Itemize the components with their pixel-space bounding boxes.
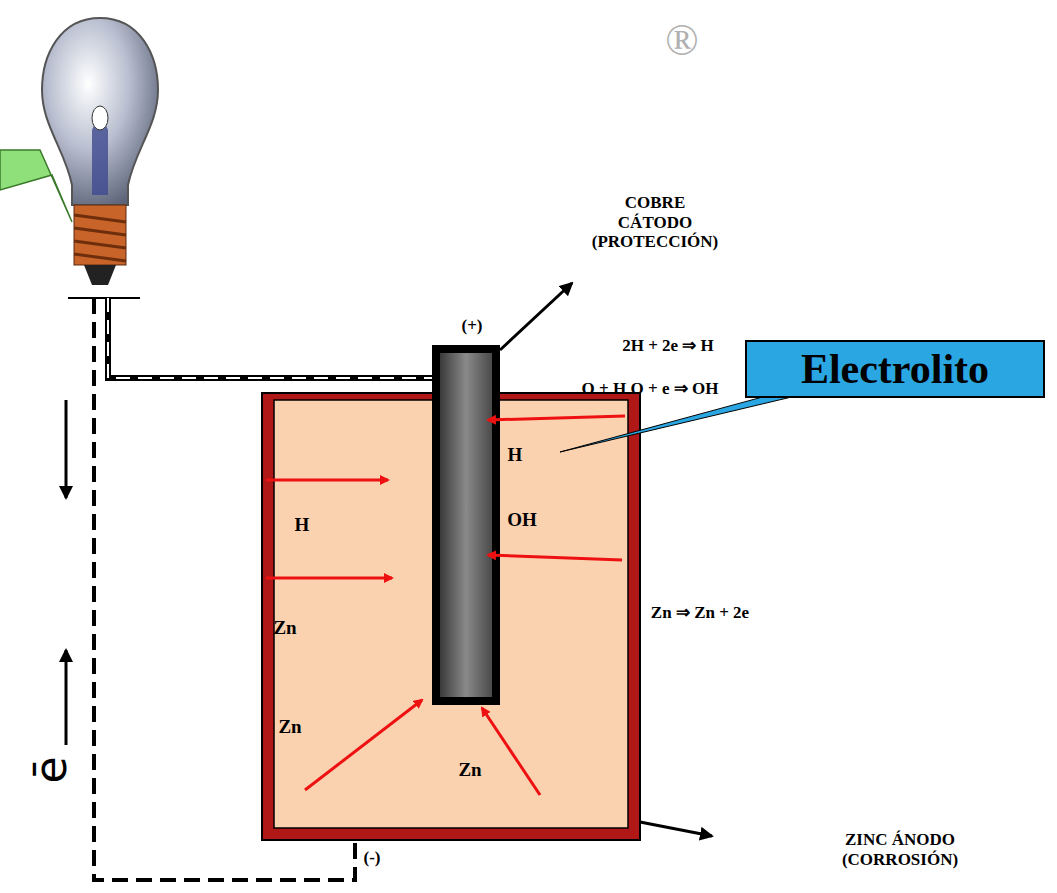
ion-symbol: Zn: [273, 617, 296, 639]
electron-symbol: ē: [25, 756, 76, 783]
callout-box: Electrolito: [745, 340, 1045, 398]
electron-arrow: [65, 400, 68, 498]
electrode-label: ZINC ÁNODO (CORROSIÓN): [842, 830, 958, 869]
lightbulb: [42, 18, 158, 298]
copper-electrode: [432, 345, 500, 705]
reaction-equation: O + H O + e ⇒ OH: [582, 378, 719, 399]
leader-arrow: [500, 283, 572, 350]
electrode-label: COBRE CÁTODO (PROTECCIÓN): [592, 193, 719, 252]
ion-symbol: Zn: [458, 759, 481, 781]
watermark: ®: [665, 15, 698, 66]
reaction-equation: 2H + 2e ⇒ H: [622, 335, 714, 356]
ion-symbol: H: [295, 514, 310, 536]
ion-symbol: Zn: [278, 716, 301, 738]
reaction-equation: Zn ⇒ Zn + 2e: [651, 602, 749, 623]
ion-symbol: OH: [507, 509, 537, 531]
electron-arrow: [65, 650, 68, 745]
callout-text: Electrolito: [801, 345, 989, 393]
ion-arrows: [266, 416, 625, 795]
leader-arrow: [640, 822, 712, 836]
polarity-sign: (-): [364, 848, 381, 868]
callout-pointer: [560, 395, 800, 452]
ion-symbol: H: [508, 444, 523, 466]
callout-fragment: [0, 150, 72, 222]
polarity-sign: (+): [461, 316, 482, 336]
